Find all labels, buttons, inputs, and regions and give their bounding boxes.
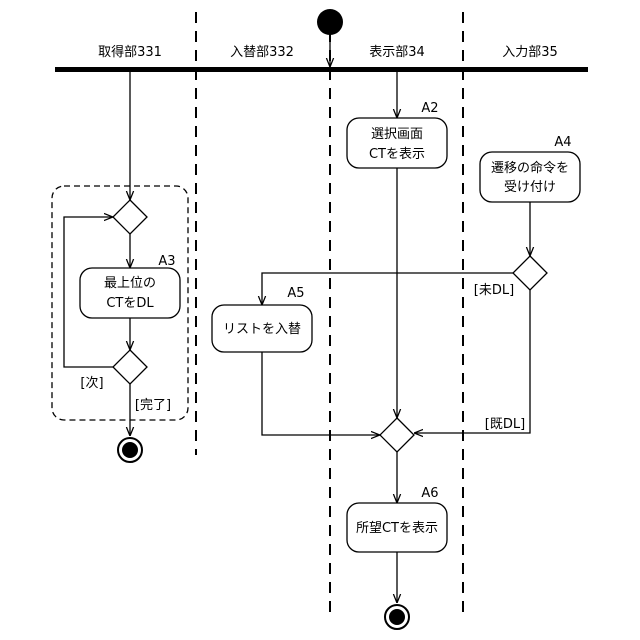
final-node-acquisition-inner xyxy=(122,442,138,458)
action-a5-id: A5 xyxy=(287,286,304,301)
action-a2-line2: CTを表示 xyxy=(369,147,425,162)
action-a4-line1: 遷移の命令を xyxy=(491,160,569,176)
guard-next: [次] xyxy=(80,375,103,391)
fork-bar xyxy=(55,67,588,72)
guard-not-downloaded: [未DL] xyxy=(474,283,514,298)
action-a3-line2: CTをDL xyxy=(106,296,154,311)
guard-done: [完了] xyxy=(135,398,171,413)
dl-decision-node xyxy=(513,256,547,290)
lane-title-display: 表示部34 xyxy=(369,45,425,60)
action-a2-line1: 選択画面 xyxy=(371,127,423,142)
loop-decision-node xyxy=(113,350,147,384)
action-a4-id: A4 xyxy=(554,135,571,150)
action-a3-line1: 最上位の xyxy=(104,276,156,291)
action-a6-line1: 所望CTを表示 xyxy=(356,520,438,536)
guard-already-downloaded: [既DL] xyxy=(485,417,525,432)
loop-merge-node xyxy=(113,200,147,234)
lane-title-input: 入力部35 xyxy=(502,45,558,60)
action-a3-id: A3 xyxy=(158,254,175,269)
lane-title-replacement: 入替部332 xyxy=(230,45,294,60)
initial-node xyxy=(317,9,343,35)
edge-a5-to-merge xyxy=(262,352,380,435)
merge-node xyxy=(380,418,414,452)
action-a4-line2: 受け付け xyxy=(504,180,556,195)
edge-decision-to-merge xyxy=(414,290,530,433)
final-node-display-inner xyxy=(389,609,405,625)
action-a2-id: A2 xyxy=(421,101,438,116)
lane-title-acquisition: 取得部331 xyxy=(98,44,162,60)
action-a6-id: A6 xyxy=(421,486,438,501)
action-a5-line1: リストを入替 xyxy=(223,322,301,337)
